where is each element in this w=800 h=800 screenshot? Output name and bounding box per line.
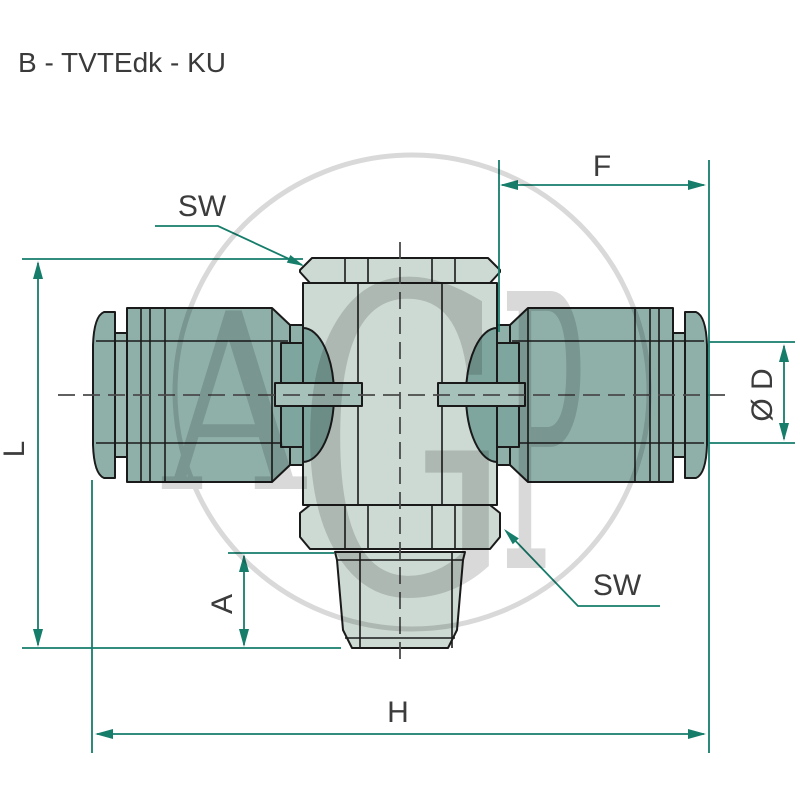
dim-l: L bbox=[0, 258, 341, 649]
dim-label-f: F bbox=[593, 150, 611, 183]
dim-diameter: Ø D bbox=[709, 341, 795, 444]
dim-f: F bbox=[498, 150, 710, 753]
leader-sw-top-arrow bbox=[286, 255, 304, 266]
page-title: B - TVTEdk - KU bbox=[18, 47, 226, 78]
watermark-letter-a: A bbox=[161, 262, 307, 547]
dim-label-diameter: Ø D bbox=[746, 368, 779, 421]
watermark-circle bbox=[172, 152, 652, 632]
dim-a: A bbox=[206, 552, 334, 647]
left-end-cap bbox=[92, 311, 116, 479]
watermark-letter-p: P bbox=[500, 215, 585, 658]
centerlines bbox=[58, 242, 732, 662]
watermark-letter-g: G bbox=[295, 199, 510, 693]
watermark: A G P bbox=[161, 152, 652, 693]
dim-label-sw-top: SW bbox=[178, 190, 227, 223]
dim-d-arrow-bottom bbox=[779, 423, 789, 441]
dim-l-arrow-bottom bbox=[33, 629, 43, 647]
leader-sw-top: SW bbox=[155, 190, 304, 266]
dim-a-arrow-bottom bbox=[239, 629, 249, 647]
dim-h: H bbox=[91, 480, 706, 753]
dim-d-arrow-top bbox=[779, 344, 789, 362]
leader-sw-bottom: SW bbox=[504, 529, 660, 607]
dim-a-arrow-top bbox=[239, 554, 249, 572]
dim-h-arrow-right bbox=[688, 729, 706, 739]
dim-label-h: H bbox=[387, 696, 409, 729]
dim-f-arrow-left bbox=[500, 180, 518, 190]
dimension-annotations: F L A H bbox=[0, 150, 795, 753]
dim-label-sw-bottom: SW bbox=[593, 569, 642, 602]
leader-sw-bottom-line bbox=[505, 530, 660, 607]
dim-h-arrow-left bbox=[95, 729, 113, 739]
dim-label-a: A bbox=[206, 594, 239, 614]
dim-l-arrow-top bbox=[33, 261, 43, 279]
leader-sw-bottom-arrow bbox=[504, 529, 519, 545]
dim-f-arrow-right bbox=[688, 180, 706, 190]
dim-label-l: L bbox=[0, 441, 31, 458]
leader-sw-top-line bbox=[155, 225, 303, 266]
